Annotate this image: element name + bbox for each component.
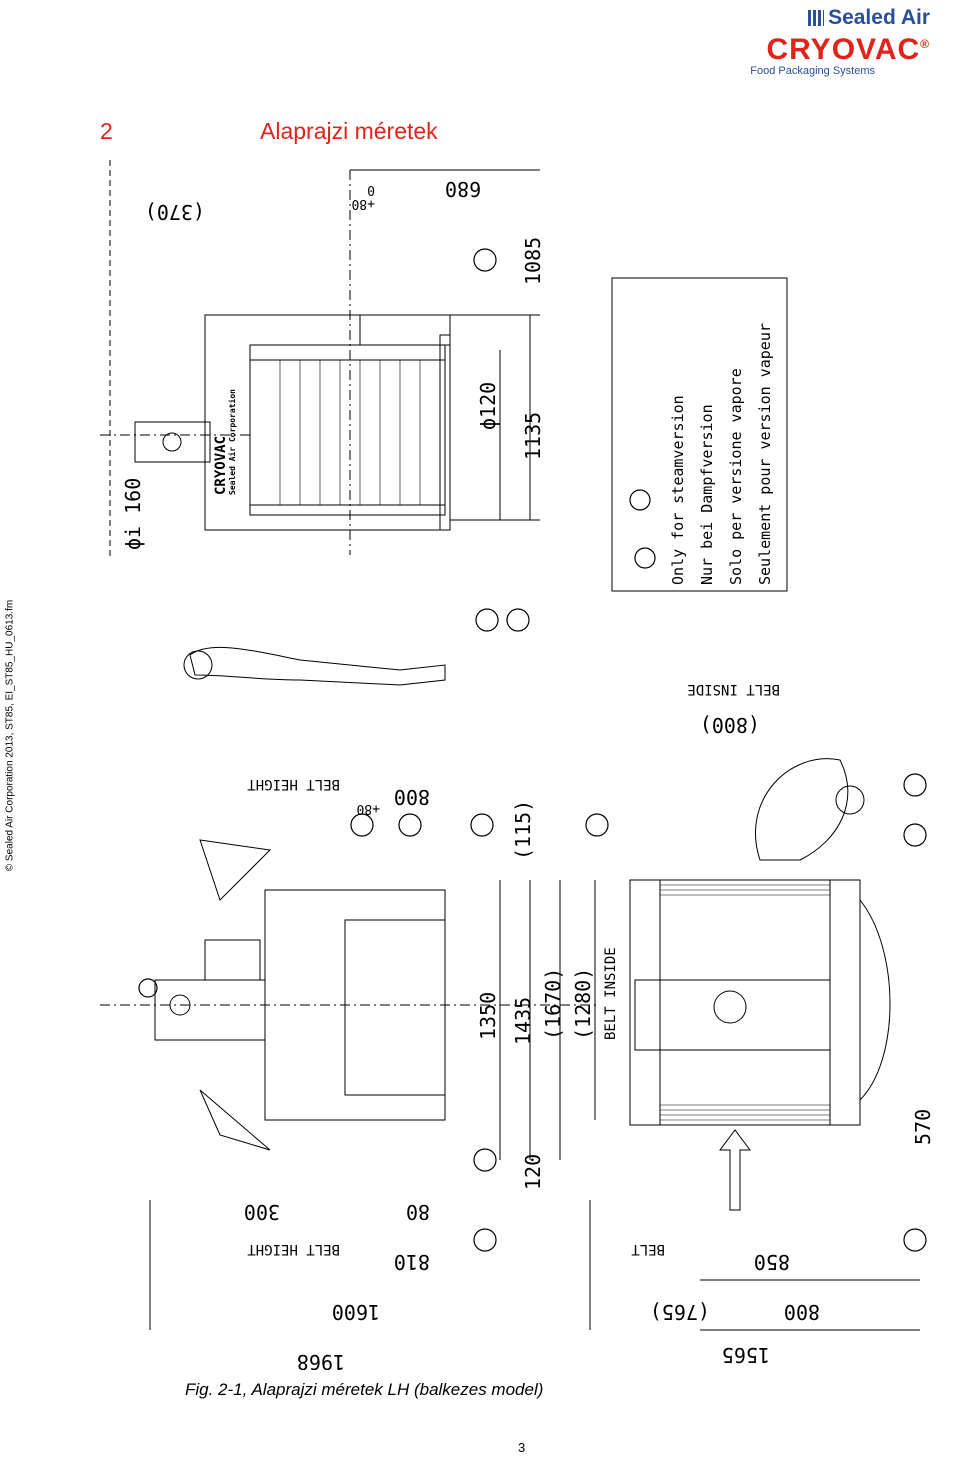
control-panel bbox=[204, 939, 261, 981]
dim-1600: 1600 bbox=[332, 1300, 380, 1324]
figure-caption: Fig. 2-1, Alaprajzi méretek LH (balkezes… bbox=[185, 1380, 544, 1399]
belt-inside-top-label: BELT INSIDE bbox=[687, 681, 780, 697]
drain-icon-2 bbox=[903, 1228, 927, 1252]
legend-line-1: Only for steamversion bbox=[669, 395, 687, 585]
section-number: 2 bbox=[100, 118, 113, 144]
dim-680-tol-plus: +80 bbox=[352, 196, 375, 211]
dim-765: (765) bbox=[650, 1300, 710, 1324]
dim-370: (370) bbox=[145, 200, 205, 224]
dim-115: (115) bbox=[511, 800, 535, 860]
dim-810: 810 bbox=[394, 1250, 430, 1274]
dim-800-tol-plus: +80 bbox=[357, 801, 380, 816]
upper-control-box bbox=[359, 314, 451, 346]
operator-figure-lower bbox=[755, 758, 849, 861]
registered-mark: ® bbox=[920, 37, 930, 51]
steam-inlet-icon bbox=[473, 248, 497, 272]
dim-phi120: ϕ120 bbox=[476, 382, 500, 430]
sealed-air-logo-icon bbox=[808, 10, 825, 26]
dim-800-bottom: 800 bbox=[784, 1300, 820, 1324]
steam-connection-icon-4 bbox=[903, 773, 927, 797]
steam-inlet-icon-2 bbox=[475, 608, 499, 632]
side-copyright: © Sealed Air Corporation 2013, ST85, EI_… bbox=[4, 599, 16, 872]
dim-800-belt-height: 800 bbox=[394, 785, 430, 809]
dim-phi-i160: ϕi 160 bbox=[121, 478, 145, 550]
sealed-air-wordmark: Sealed Air bbox=[828, 6, 930, 29]
dim-1565: 1565 bbox=[722, 1343, 770, 1367]
steam-symbol-legend-icon-2 bbox=[629, 489, 651, 511]
logo-tagline: Food Packaging Systems bbox=[750, 65, 875, 77]
belt-height-bottom-label: BELT HEIGHT bbox=[247, 1241, 340, 1257]
steam-connection-icon-5 bbox=[473, 1148, 497, 1172]
upper-conveyor-frame bbox=[249, 344, 446, 516]
belt-inside-side-label: BELT INSIDE bbox=[603, 947, 619, 1040]
legend-box bbox=[611, 277, 788, 592]
upper-machine-body bbox=[204, 314, 451, 531]
machine-company: Sealed Air Corporation bbox=[227, 389, 237, 495]
drain-icon bbox=[473, 1228, 497, 1252]
steam-symbol-legend-icon bbox=[634, 547, 656, 569]
electric-connection-icon-2 bbox=[903, 823, 927, 847]
hood-lower bbox=[199, 1089, 271, 1151]
lower-conveyor bbox=[344, 919, 446, 1096]
steam-connection-icon bbox=[398, 813, 422, 837]
belt-curve bbox=[859, 899, 891, 1101]
dim-570: 570 bbox=[911, 1109, 935, 1145]
dim-680-tol-zero: 0 bbox=[367, 182, 375, 197]
dim-120: 120 bbox=[521, 1154, 545, 1190]
dim-80: 80 bbox=[406, 1200, 430, 1224]
dim-800-belt-inside: (800) bbox=[700, 713, 760, 737]
belt-drive bbox=[634, 979, 831, 1051]
belt-direction-arrow bbox=[719, 1129, 751, 1211]
company-logo: Sealed Air CRYOVAC® Food Packaging Syste… bbox=[750, 6, 930, 77]
dim-1670: (1670) bbox=[541, 968, 565, 1040]
upper-exhaust-duct bbox=[134, 421, 211, 463]
dim-1085: 1085 bbox=[521, 237, 545, 285]
section-title: Alaprajzi méretek bbox=[260, 118, 438, 144]
belt-height-top-label: BELT HEIGHT bbox=[247, 776, 340, 792]
page-number: 3 bbox=[518, 1440, 526, 1455]
fan-icon bbox=[138, 978, 158, 998]
floor-plan-drawing: (370) 680 +80 0 1085 1135 ϕ120 ϕi 160 (8… bbox=[100, 160, 940, 1374]
legend-line-4: Seulement pour version vapeur bbox=[756, 323, 774, 585]
steam-outlet-icon bbox=[506, 608, 530, 632]
steam-connection-icon-2 bbox=[470, 813, 494, 837]
hood-upper bbox=[199, 839, 272, 901]
legend-line-3: Solo per versione vapore bbox=[727, 368, 745, 585]
cryovac-wordmark: CRYOVAC bbox=[766, 33, 921, 66]
electric-connection-icon bbox=[350, 813, 374, 837]
dim-1350: 1350 bbox=[476, 992, 500, 1040]
legend-line-2: Nur bei Dampfversion bbox=[698, 404, 716, 585]
dim-1435: 1435 bbox=[511, 997, 535, 1045]
operator-figure-upper bbox=[189, 646, 446, 686]
dim-680: 680 bbox=[445, 177, 481, 201]
belt-label: BELT bbox=[631, 1241, 665, 1257]
machine-brand: CRYOVAC bbox=[213, 436, 229, 495]
dim-1135: 1135 bbox=[521, 412, 545, 460]
dim-1280: (1280) bbox=[571, 968, 595, 1040]
floor-plan-svg: (370) 680 +80 0 1085 1135 ϕ120 ϕi 160 (8… bbox=[100, 160, 935, 1374]
dim-300: 300 bbox=[244, 1200, 280, 1224]
steam-connection-icon-3 bbox=[585, 813, 609, 837]
dim-850: 850 bbox=[754, 1250, 790, 1274]
dim-1968: 1968 bbox=[297, 1350, 345, 1370]
